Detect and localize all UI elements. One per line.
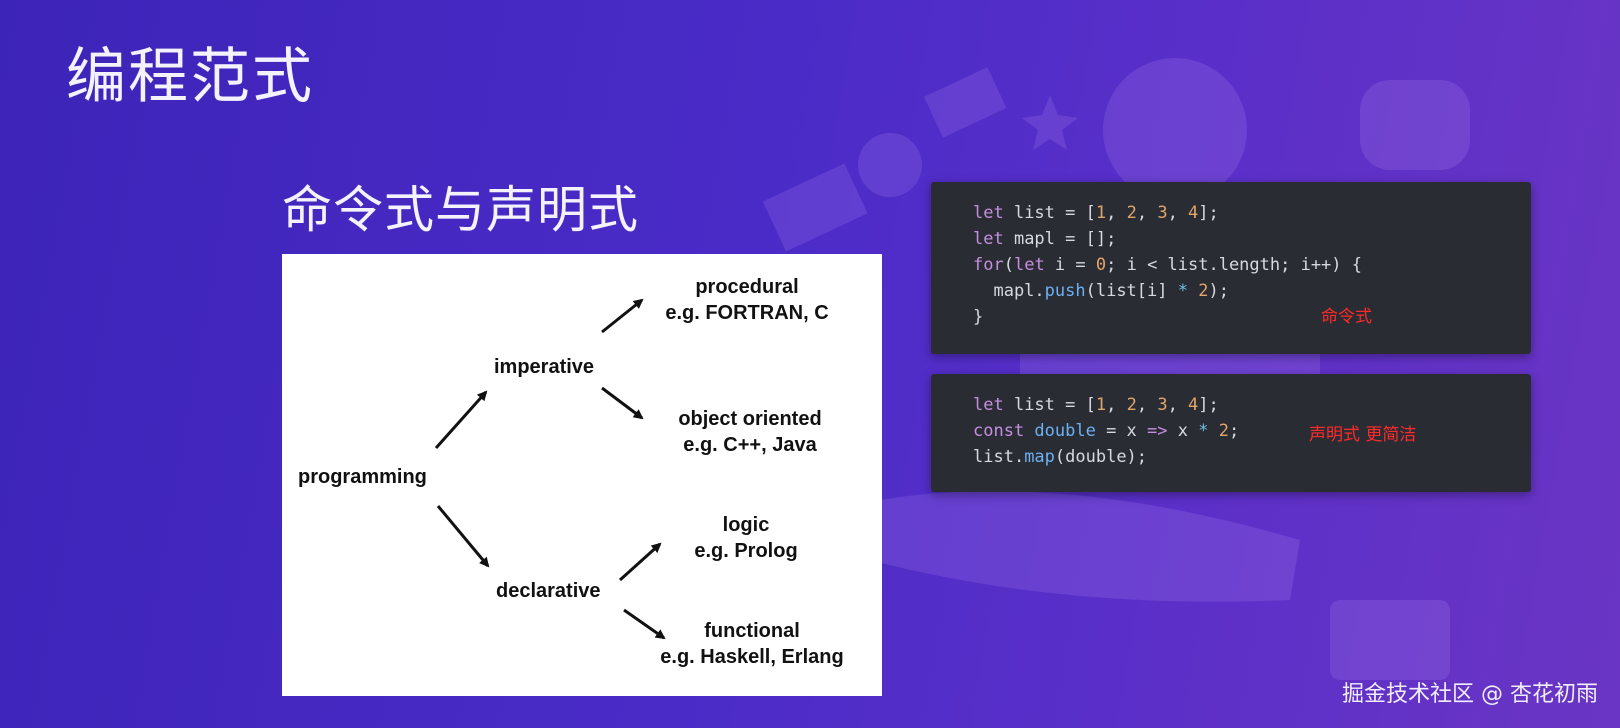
slide-title: 编程范式 [66, 42, 314, 112]
star-shape [1022, 95, 1078, 150]
node-object-oriented: object oriented e.g. C++, Java [650, 406, 850, 458]
slide-subtitle: 命令式与声明式 [282, 181, 639, 239]
node-declarative: declarative [496, 580, 601, 602]
node-object-oriented-example: e.g. C++, Java [683, 434, 817, 456]
node-object-oriented-label: object oriented [678, 408, 822, 430]
code-line: let list = [1, 2, 3, 4]; [973, 395, 1219, 415]
glove-shape [1360, 80, 1470, 170]
paradigm-diagram: programming imperative declarative proce… [282, 254, 882, 696]
node-functional-example: e.g. Haskell, Erlang [660, 646, 844, 668]
code-line: } [973, 307, 984, 327]
node-procedural: procedural e.g. FORTRAN, C [652, 274, 842, 326]
node-functional: functional e.g. Haskell, Erlang [652, 618, 852, 670]
diagram-arrows [434, 298, 666, 640]
node-logic: logic e.g. Prolog [666, 512, 826, 564]
arrow-imperative-object-oriented [601, 386, 644, 420]
planet-shape [858, 133, 922, 197]
satellite-panel-shape-2 [923, 67, 1007, 138]
code-line: list.map(double); [973, 447, 1148, 467]
arrow-programming-declarative [436, 505, 490, 568]
note-declarative: 声明式 更简洁 [1309, 425, 1417, 445]
node-programming: programming [298, 466, 427, 488]
watermark: 掘金技术社区 @ 杏花初雨 [1342, 682, 1598, 707]
astronaut-helmet-shape [1103, 58, 1247, 202]
code-line: let list = [1, 2, 3, 4]; [973, 203, 1219, 223]
node-functional-label: functional [704, 620, 800, 642]
node-logic-example: e.g. Prolog [694, 540, 798, 562]
arrow-declarative-logic [618, 542, 662, 582]
arrow-programming-imperative [434, 390, 488, 449]
code-line: mapl.push(list[i] * 2); [973, 281, 1229, 301]
arrow-declarative-functional [623, 608, 666, 640]
node-logic-label: logic [722, 514, 770, 536]
code-line: for(let i = 0; i < list.length; i++) { [973, 255, 1362, 275]
code-block-declarative: let list = [1, 2, 3, 4]; const double = … [931, 374, 1531, 492]
arrow-imperative-procedural [601, 298, 644, 334]
node-imperative: imperative [494, 356, 595, 378]
skateboard-shape [870, 491, 1300, 602]
node-procedural-example: e.g. FORTRAN, C [665, 302, 829, 324]
code-block-imperative: let list = [1, 2, 3, 4]; let mapl = []; … [931, 182, 1531, 354]
code-line: let mapl = []; [973, 229, 1117, 249]
shoe-shape [1330, 600, 1450, 680]
satellite-panel-shape [762, 163, 868, 252]
note-imperative: 命令式 [1321, 307, 1372, 327]
node-procedural-label: procedural [695, 276, 799, 298]
code-line: const double = x => x * 2; [973, 421, 1240, 441]
